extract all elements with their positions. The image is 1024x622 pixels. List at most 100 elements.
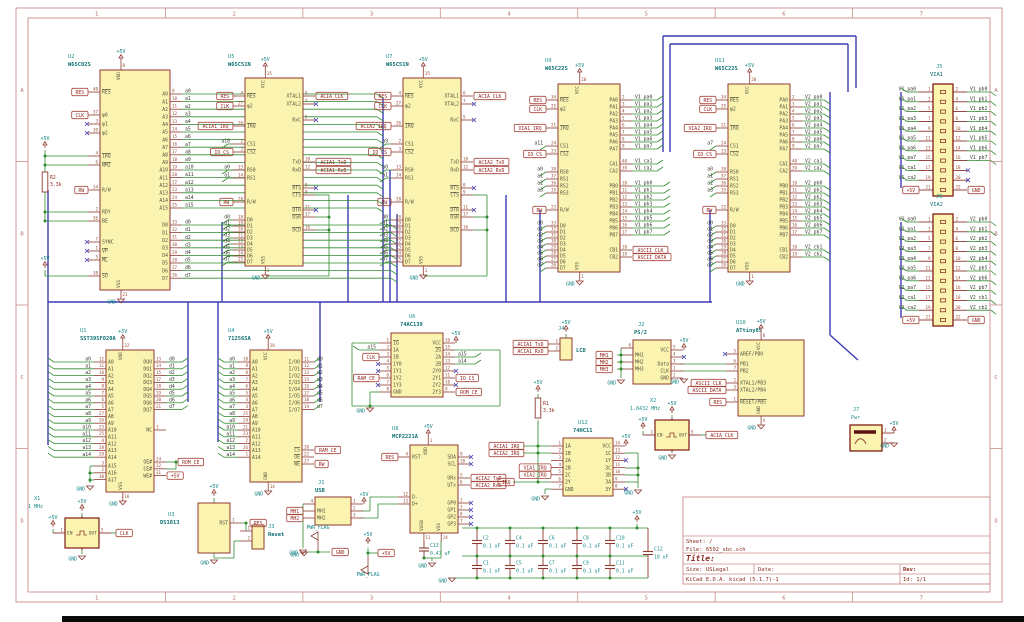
component-U1[interactable]: U1SST39SF020A12A0a011A1a110A2a29A3a38A4a… [47, 328, 189, 508]
svg-text:32: 32 [124, 343, 130, 348]
svg-text:ROM_CE: ROM_CE [182, 460, 199, 466]
svg-text:27: 27 [304, 458, 310, 463]
component-U7[interactable]: U7W65C51N4RESRES27φ2CLK26IRQACIA2_IRQ2CS… [355, 54, 510, 282]
svg-text:10: 10 [622, 180, 628, 185]
svg-text:30: 30 [721, 238, 727, 243]
svg-text:C11: C11 [616, 561, 625, 567]
svg-text:4: 4 [507, 596, 511, 602]
svg-text:ROM_CE: ROM_CE [460, 390, 477, 396]
svg-text:16: 16 [956, 285, 962, 290]
svg-text:MH2: MH2 [635, 360, 644, 366]
svg-text:X1: X1 [34, 496, 40, 502]
component-U2[interactable]: U2W65C02S40RESRES37φ0CLK3φ139φ24IRQ6NMI3… [68, 49, 398, 306]
svg-text:C10: C10 [616, 536, 625, 542]
svg-text:R/W: R/W [560, 208, 569, 214]
svg-text:14: 14 [615, 440, 621, 445]
component-U9[interactable]: U9W65C22S34RESRES25φ2CLK21IRQVIA1_IRQ24C… [513, 58, 672, 288]
svg-text:16: 16 [956, 155, 962, 160]
svg-text:A6: A6 [108, 401, 114, 407]
svg-text:16: 16 [124, 494, 130, 499]
svg-text:V2_pa7: V2_pa7 [805, 144, 822, 150]
component-C2[interactable]: C20.1 uF [472, 528, 500, 556]
svg-text:U5: U5 [228, 54, 235, 60]
svg-text:6: 6 [956, 236, 959, 241]
svg-text:DCD: DCD [292, 228, 301, 234]
component-C1[interactable]: C10.1 uF [472, 556, 500, 578]
svg-text:VSS: VSS [745, 262, 751, 270]
component-C6[interactable]: C60.1 uF [538, 528, 566, 556]
component-U4[interactable]: U471256SA10A0a09A1a18A2a27A3a36A4a45A5a5… [217, 328, 342, 498]
svg-text:a5: a5 [185, 127, 191, 133]
component-U6[interactable]: U674AC13911G21Aa1531BCLK41Y051Y161Y2RAM_… [352, 314, 483, 398]
svg-text:d2: d2 [707, 233, 713, 239]
svg-text:EN: EN [657, 433, 663, 439]
component-C5[interactable]: C50.1 uF [505, 556, 533, 578]
svg-text:d2: d2 [317, 370, 323, 376]
svg-text:24: 24 [172, 195, 178, 200]
component-R1[interactable]: R13.3k [534, 397, 555, 419]
svg-text:3.3k: 3.3k [543, 408, 555, 414]
component-U10[interactable]: U10ATtiny855AREF/PB06PB17PB22XTAL1/PB3AS… [687, 319, 805, 432]
svg-text:D1: D1 [247, 224, 253, 230]
svg-text:17: 17 [792, 229, 798, 234]
svg-text:USB: USB [315, 488, 325, 494]
svg-text:d3: d3 [707, 239, 713, 245]
svg-text:10: 10 [99, 370, 105, 375]
svg-text:24: 24 [396, 250, 402, 255]
component-C8[interactable]: C80.1 uF [572, 528, 600, 556]
svg-text:RES: RES [386, 455, 395, 461]
svg-text:CTS: CTS [450, 193, 459, 199]
svg-text:DQ6: DQ6 [143, 401, 152, 407]
svg-text:IRQ: IRQ [247, 124, 256, 130]
component-C9[interactable]: C90.1 uF [572, 556, 600, 578]
svg-text:B: B [994, 231, 998, 237]
svg-text:1: 1 [733, 396, 736, 401]
component-C4[interactable]: C40.1 uF [505, 528, 533, 556]
svg-text:5: 5 [558, 469, 561, 474]
component-R2[interactable]: R23.3k [41, 171, 62, 193]
svg-text:d3: d3 [537, 239, 543, 245]
svg-text:V1_pa5: V1_pa5 [899, 136, 916, 142]
svg-text:a0: a0 [707, 167, 713, 173]
svg-text:CS: CS [294, 448, 300, 454]
svg-text:CB1: CB1 [779, 248, 788, 254]
svg-text:VCC: VCC [418, 80, 424, 88]
svg-text:Size: USLegal: Size: USLegal [686, 567, 729, 573]
svg-text:0.1 uF: 0.1 uF [483, 544, 500, 550]
svg-text:A6: A6 [162, 137, 168, 143]
svg-text:D2: D2 [247, 230, 253, 236]
svg-text:RES: RES [254, 521, 263, 527]
svg-text:1: 1 [555, 338, 558, 343]
svg-text:GND: GND [607, 381, 616, 387]
svg-text:φ2: φ2 [247, 104, 253, 110]
svg-text:ASCII_DATA: ASCII_DATA [638, 255, 667, 261]
svg-text:W65C02S: W65C02S [68, 62, 91, 68]
svg-text:a5: a5 [229, 391, 235, 397]
svg-text:XTAL1: XTAL1 [287, 94, 302, 100]
component-U5[interactable]: U5W65C51N4RESRES27φ2CLK26IRQACIA1_IRQ2CS… [197, 54, 352, 282]
component-U11[interactable]: U11W65C22S34RESRES25φ2CLK21IRQVIA2_IRQ24… [683, 58, 831, 288]
component-U12[interactable]: U1274HC1111A21B32A42BVIA1_IRQ52CVIA2_IRQ… [518, 420, 631, 497]
component-C7[interactable]: C70.1 uF [538, 556, 566, 578]
svg-text:a8: a8 [185, 149, 191, 155]
svg-text:1A: 1A [565, 444, 571, 450]
svg-text:13: 13 [792, 201, 798, 206]
svg-text:a7: a7 [85, 404, 91, 410]
svg-text:22: 22 [721, 204, 727, 209]
